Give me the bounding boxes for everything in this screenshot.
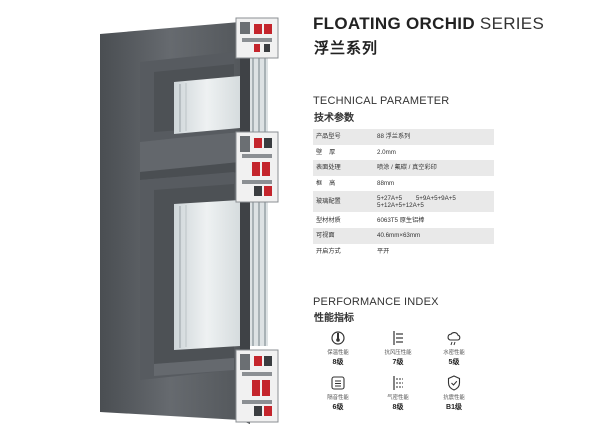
performance-grade: 8级 — [392, 404, 404, 411]
performance-grade: 5级 — [448, 359, 460, 366]
air-tightness-icon — [393, 376, 403, 390]
shield-icon — [447, 375, 461, 391]
param-label: 型材材质 — [313, 212, 374, 228]
performance-item: 隔音性能 6级 — [314, 375, 362, 412]
param-label: 开启方式 — [313, 243, 374, 260]
wind-pressure-icon — [393, 331, 403, 345]
param-value: 平开 — [374, 243, 494, 260]
param-value-line2: 5+12A+5+12A+5 — [377, 201, 424, 209]
performance-name: 抗震性能 — [443, 395, 465, 401]
param-value-line1: 5+27A+5 5+9A+5+9A+5 — [377, 194, 456, 202]
param-value: 6063T5 原生铝棒 — [374, 212, 494, 228]
technical-heading: TECHNICAL PARAMETER — [313, 95, 449, 107]
technical-heading-bold: TECHNICAL — [313, 95, 377, 107]
performance-grade: 7级 — [392, 359, 404, 366]
performance-name: 水密性能 — [443, 350, 465, 356]
series-title-bold: FLOATING ORCHID — [313, 14, 475, 33]
performance-heading: PERFORMANCE INDEX — [313, 296, 439, 308]
series-title-light: SERIES — [474, 14, 545, 33]
performance-name: 气密性能 — [387, 395, 409, 401]
performance-item: 抗震性能 B1级 — [430, 375, 478, 412]
rain-cloud-icon — [447, 332, 461, 346]
performance-name: 保温性能 — [327, 350, 349, 356]
param-label: 壁 厚 — [313, 144, 374, 161]
performance-name: 隔音性能 — [327, 395, 349, 401]
performance-item: 气密性能 8级 — [374, 375, 422, 412]
series-subtitle: 浮兰系列 — [314, 40, 379, 57]
performance-name: 抗风压性能 — [384, 350, 412, 356]
param-label: 表面处理 — [313, 160, 374, 176]
performance-heading-zh: 性能指标 — [314, 313, 354, 324]
param-value: 40.6mm×63mm — [374, 227, 494, 244]
param-value: 2.0mm — [374, 144, 494, 161]
window-frame-illustration — [100, 17, 279, 424]
performance-item: 抗风压性能 7级 — [374, 330, 422, 367]
performance-item: 水密性能 5级 — [430, 330, 478, 367]
performance-grade: B1级 — [446, 404, 462, 411]
param-label: 玻璃配置 — [313, 191, 374, 213]
table-row: 表面处理喷涂 / 氟碳 / 真空彩印 — [313, 160, 494, 176]
param-value: 88mm — [374, 175, 494, 192]
param-label: 可视面 — [313, 227, 374, 244]
param-label: 产品型号 — [313, 129, 374, 145]
sound-insulation-icon — [331, 376, 345, 390]
performance-grade: 8级 — [332, 359, 344, 366]
thermometer-icon — [331, 331, 345, 345]
param-label: 框 高 — [313, 175, 374, 192]
performance-heading-bold: PERFORMANCE — [313, 296, 401, 308]
performance-item: 保温性能 8级 — [314, 330, 362, 367]
series-title: FLOATING ORCHID SERIES — [313, 14, 544, 34]
technical-heading-light: PARAMETER — [376, 95, 450, 107]
performance-heading-light: INDEX — [400, 296, 439, 308]
param-value: 喷涂 / 氟碳 / 真空彩印 — [374, 160, 494, 176]
technical-heading-zh: 技术参数 — [314, 113, 354, 124]
param-value: 88 浮兰系列 — [374, 129, 494, 145]
performance-grade: 6级 — [332, 404, 344, 411]
table-row: 开启方式平开 — [313, 243, 494, 260]
